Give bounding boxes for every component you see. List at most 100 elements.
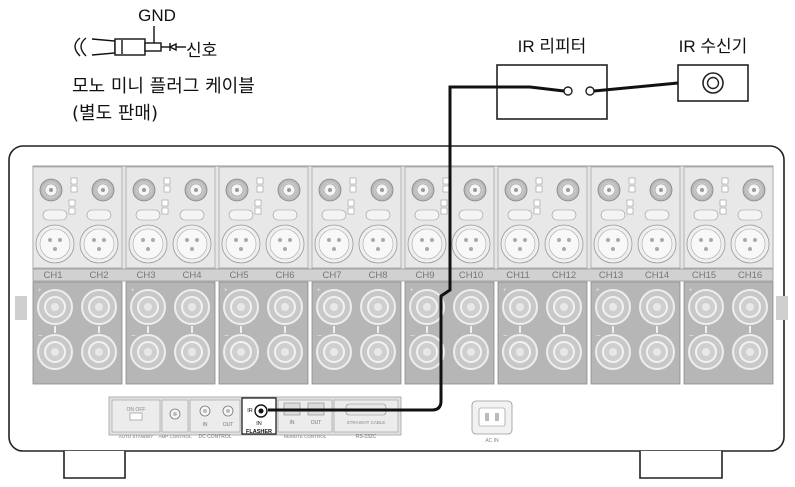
channel-label: CH14 xyxy=(645,270,669,281)
xlr-pin xyxy=(709,238,713,242)
terminal-polarity: − xyxy=(224,331,229,340)
input-modules xyxy=(32,166,774,269)
xlr-pin xyxy=(151,238,155,242)
xlr-pin xyxy=(518,247,522,251)
mode-switch[interactable] xyxy=(719,207,727,215)
xlr-pin xyxy=(97,247,101,251)
speaker-terminal-center xyxy=(330,303,338,311)
push-release-tab[interactable] xyxy=(135,209,161,221)
selector-switch[interactable] xyxy=(70,185,78,193)
selector-switch[interactable] xyxy=(721,177,729,185)
push-release-tab[interactable] xyxy=(458,209,484,221)
speaker-terminal-center xyxy=(374,348,382,356)
terminal-polarity: − xyxy=(689,331,694,340)
ir-repeater-port-2[interactable] xyxy=(585,86,595,96)
xlr-pin xyxy=(288,238,292,242)
speaker-terminal-center xyxy=(188,303,196,311)
selector-switch[interactable] xyxy=(349,177,357,185)
rca-jack-pin xyxy=(514,188,518,192)
mode-switch[interactable] xyxy=(347,207,355,215)
push-release-tab[interactable] xyxy=(693,209,719,221)
speaker-terminal-module: +− xyxy=(218,281,309,385)
mode-switch[interactable] xyxy=(347,199,355,207)
xlr-pin xyxy=(562,247,566,251)
push-release-tab[interactable] xyxy=(321,209,347,221)
xlr-pin xyxy=(141,238,145,242)
mode-switch[interactable] xyxy=(254,199,262,207)
selector-switch[interactable] xyxy=(535,177,543,185)
mode-switch[interactable] xyxy=(719,199,727,207)
push-release-tab[interactable] xyxy=(551,209,577,221)
xlr-connector-inner xyxy=(362,228,394,260)
ir-in-label: IN xyxy=(256,421,262,427)
speaker-terminal-center xyxy=(51,348,59,356)
speaker-terminal-module: +− xyxy=(404,281,495,385)
mode-switch[interactable] xyxy=(68,199,76,207)
push-release-tab[interactable] xyxy=(644,209,670,221)
selector-switch[interactable] xyxy=(163,177,171,185)
rca-jack-pin xyxy=(473,188,477,192)
terminal-polarity: − xyxy=(503,331,508,340)
mode-switch[interactable] xyxy=(161,199,169,207)
speaker-terminal-center xyxy=(702,348,710,356)
selector-switch[interactable] xyxy=(349,185,357,193)
mode-switch[interactable] xyxy=(68,207,76,215)
mode-switch[interactable] xyxy=(533,199,541,207)
flasher-cable xyxy=(268,85,565,412)
bottom-connector-panel: ON OFF AUTO STANDBY AMP CONTROL IN OUT D… xyxy=(108,396,513,444)
channel-label: CH3 xyxy=(136,270,155,281)
mode-switch[interactable] xyxy=(440,199,448,207)
speaker-terminal-center xyxy=(560,348,568,356)
selector-switch[interactable] xyxy=(628,185,636,193)
selector-switch[interactable] xyxy=(256,185,264,193)
push-release-tab[interactable] xyxy=(507,209,533,221)
push-release-tab[interactable] xyxy=(272,209,298,221)
xlr-pin xyxy=(699,238,703,242)
mode-switch[interactable] xyxy=(440,207,448,215)
push-release-tab[interactable] xyxy=(414,209,440,221)
selector-switch[interactable] xyxy=(721,185,729,193)
gnd-label: GND xyxy=(138,6,176,25)
speaker-terminal-module: +− xyxy=(311,281,402,385)
input-module xyxy=(497,166,588,269)
selector-switch[interactable] xyxy=(442,185,450,193)
channel-label: CH2 xyxy=(89,270,108,281)
ir-repeater-port-1[interactable] xyxy=(563,86,573,96)
push-release-tab[interactable] xyxy=(365,209,391,221)
push-release-tab[interactable] xyxy=(600,209,626,221)
selector-switch[interactable] xyxy=(70,177,78,185)
push-release-tab[interactable] xyxy=(179,209,205,221)
xlr-pin xyxy=(748,247,752,251)
push-release-tab[interactable] xyxy=(86,209,112,221)
speaker-terminal-center xyxy=(237,348,245,356)
selector-switch[interactable] xyxy=(442,177,450,185)
flasher-label: FLASHER xyxy=(246,429,272,435)
mode-switch[interactable] xyxy=(626,207,634,215)
speaker-terminal-center xyxy=(95,303,103,311)
xlr-pin xyxy=(743,238,747,242)
speaker-terminal-center xyxy=(188,348,196,356)
push-release-tab[interactable] xyxy=(737,209,763,221)
xlr-pin xyxy=(430,238,434,242)
push-release-tab[interactable] xyxy=(42,209,68,221)
xlr-pin xyxy=(332,247,336,251)
selector-switch[interactable] xyxy=(256,177,264,185)
rca-jack-pin xyxy=(752,188,756,192)
speaker-terminal-center xyxy=(746,348,754,356)
xlr-connector-inner xyxy=(641,228,673,260)
ir-receiver-label: IR 수신기 xyxy=(679,37,748,56)
mode-switch[interactable] xyxy=(626,199,634,207)
mode-switch[interactable] xyxy=(533,207,541,215)
xlr-pin xyxy=(704,247,708,251)
mode-switch[interactable] xyxy=(254,207,262,215)
selector-switch[interactable] xyxy=(535,185,543,193)
selector-switch[interactable] xyxy=(163,185,171,193)
selector-switch[interactable] xyxy=(628,177,636,185)
channel-label: CH11 xyxy=(506,270,530,281)
speaker-terminal-center xyxy=(653,303,661,311)
push-release-tab[interactable] xyxy=(228,209,254,221)
terminal-polarity: − xyxy=(410,331,415,340)
speaker-terminal-center xyxy=(281,348,289,356)
mode-switch[interactable] xyxy=(161,207,169,215)
